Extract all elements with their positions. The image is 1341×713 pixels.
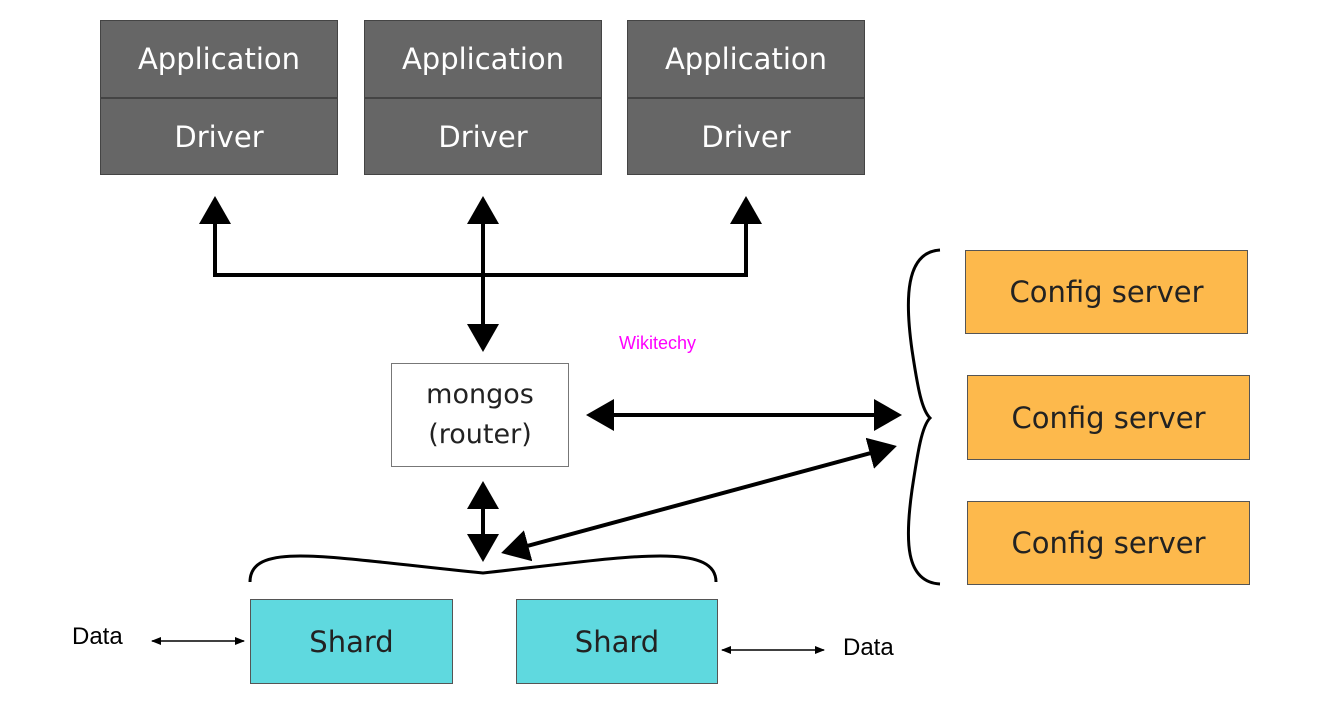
driver-box-2: Driver	[364, 98, 602, 175]
application-box-2: Application	[364, 20, 602, 98]
router-role: (router)	[428, 419, 532, 450]
config-server-box-1: Config server	[965, 250, 1248, 334]
shard-box-1: Shard	[250, 599, 453, 684]
application-box-3: Application	[627, 20, 865, 98]
watermark: Wikitechy	[619, 333, 697, 353]
data-label-left: Data	[72, 623, 123, 650]
config-brace	[906, 248, 941, 586]
router-name: mongos	[426, 379, 534, 410]
client-bus-line	[199, 196, 762, 277]
shard-box-2: Shard	[516, 599, 718, 684]
data-label-right: Data	[843, 634, 894, 661]
driver-box-1: Driver	[100, 98, 338, 175]
driver-box-3: Driver	[627, 98, 865, 175]
config-server-box-3: Config server	[967, 501, 1250, 585]
config-server-box-2: Config server	[967, 375, 1250, 460]
application-box-1: Application	[100, 20, 338, 98]
mongos-router-box: mongos (router)	[391, 363, 569, 467]
config-shard-arrow	[501, 437, 897, 562]
shard-brace	[248, 554, 718, 583]
